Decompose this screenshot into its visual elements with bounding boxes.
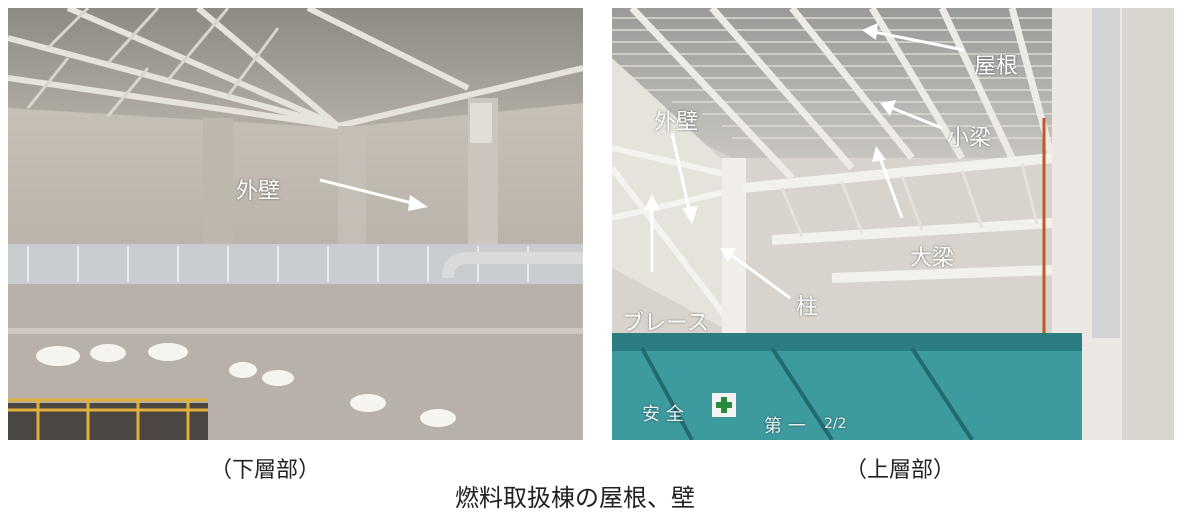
sign-first: 第一 — [764, 416, 812, 437]
upper-level-scene — [612, 8, 1174, 440]
lower-level-scene — [8, 8, 583, 440]
label-outer-wall-upper: 外壁 — [654, 110, 699, 135]
caption-lower-level: （下層部） — [210, 458, 321, 483]
label-brace: ブレース — [622, 311, 709, 336]
label-small-beam: 小梁 — [947, 126, 992, 151]
label-large-beam: 大梁 — [910, 246, 955, 271]
photo-lower-level: 外壁 — [8, 8, 583, 440]
label-outer-wall-lower: 外壁 — [236, 179, 281, 204]
photo-upper-level: 屋根 小梁 外壁 大梁 柱 ブレース 安全 第一 2/2 — [612, 8, 1174, 440]
sign-number: 2/2 — [824, 416, 847, 432]
label-column: 柱 — [796, 295, 819, 320]
figure-title: 燃料取扱棟の屋根、壁 — [455, 484, 695, 512]
sign-safety: 安全 — [642, 404, 690, 425]
label-roof: 屋根 — [974, 54, 1019, 79]
outer-wall-arrow — [319, 178, 428, 211]
caption-upper-level: （上層部） — [845, 458, 956, 483]
annotation-arrows — [644, 23, 965, 300]
